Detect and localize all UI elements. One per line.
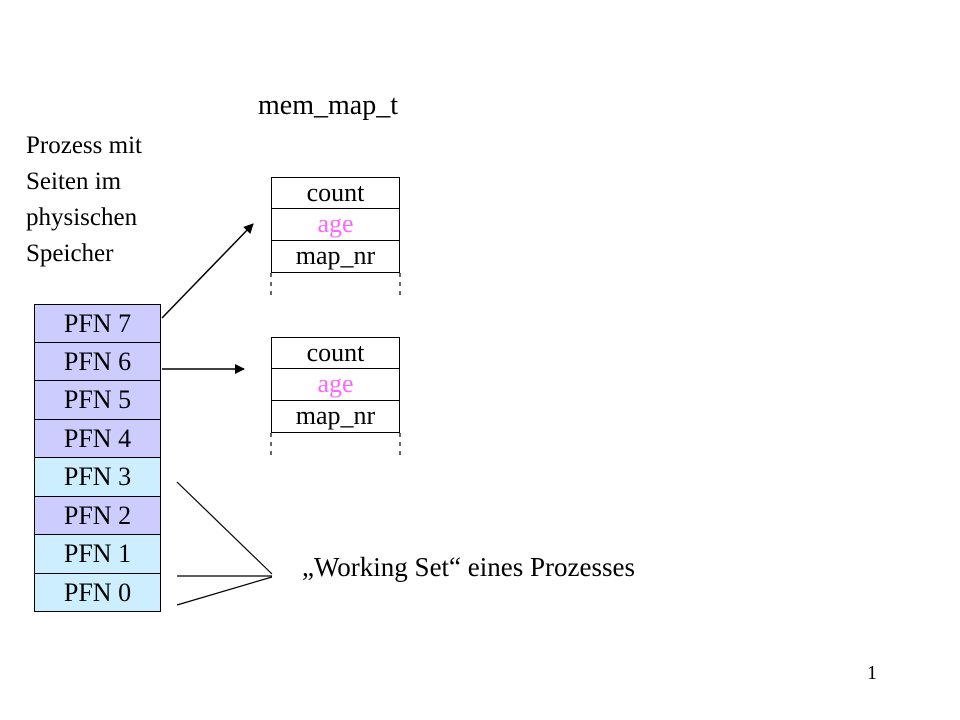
mem-map-title: mem_map_t	[258, 90, 398, 121]
mem-map-entry-2: count age map_nr	[271, 337, 400, 433]
page-number: 1	[867, 662, 877, 684]
age-field: age	[271, 209, 400, 241]
description-line-4: Speicher	[26, 240, 114, 267]
pfn-3: PFN 3	[34, 458, 161, 497]
map-nr-field: map_nr	[271, 401, 400, 433]
pfn-4: PFN 4	[34, 419, 161, 458]
working-set-line-pfn0	[176, 576, 273, 606]
working-set-label: „Working Set“ eines Prozesses	[302, 552, 635, 582]
pfn-6: PFN 6	[34, 342, 161, 381]
process-description: Prozess mit Seiten im physischen Speiche…	[26, 128, 206, 272]
pfn-1: PFN 1	[34, 535, 161, 574]
pfn-7: PFN 7	[34, 304, 161, 343]
description-line-1: Prozess mit	[26, 132, 142, 159]
pfn7-to-entry1-arrow	[161, 223, 254, 319]
count-field: count	[271, 337, 400, 369]
pfn-2: PFN 2	[34, 496, 161, 535]
map-nr-field: map_nr	[271, 241, 400, 273]
pfn-0: PFN 0	[34, 573, 161, 612]
description-line-3: physischen	[26, 204, 138, 231]
age-field: age	[271, 369, 400, 401]
pfn-stack: PFN 7 PFN 6 PFN 5 PFN 4 PFN 3 PFN 2 PFN …	[34, 304, 161, 612]
mem-map-entry-1: count age map_nr	[271, 177, 400, 273]
count-field: count	[271, 177, 400, 209]
working-set-line-pfn3	[176, 481, 273, 575]
description-line-2: Seiten im	[26, 168, 122, 195]
pfn-5: PFN 5	[34, 381, 161, 420]
